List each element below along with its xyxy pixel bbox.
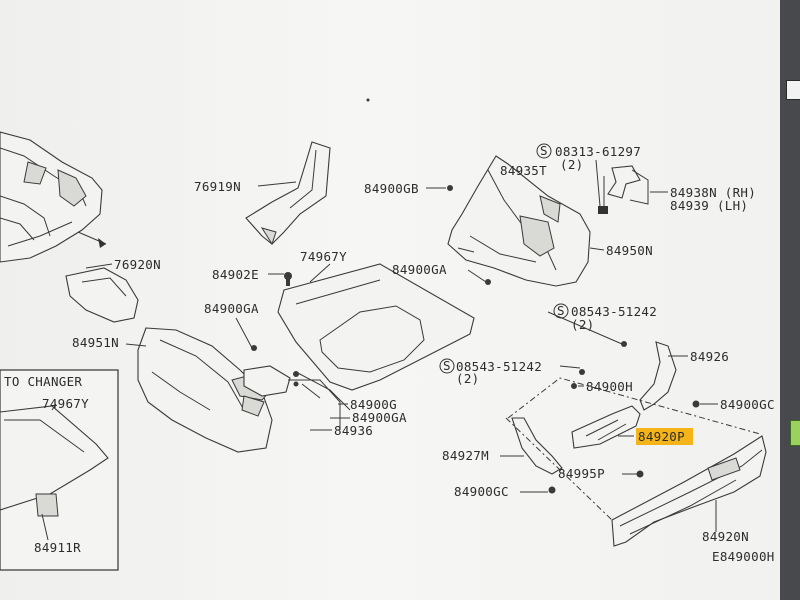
inset-to-changer [0,369,119,571]
label-84900H: 84900H [586,379,633,394]
label-84926: 84926 [690,349,729,364]
part-84926 [639,341,677,411]
label-to-changer: TO CHANGER [4,374,82,389]
callout-symbols: S S S [439,143,569,374]
label-qty-2-c: (2) [456,371,479,386]
label-84900G: 84900G [350,397,397,412]
monitor-bezel [780,0,800,600]
label-84902E: 84902E [212,267,259,282]
label-08543-51242-b: 08543-51242 [456,359,542,374]
label-08543-51242-a: 08543-51242 [571,304,657,319]
assembly-outline-1 [507,377,761,435]
label-76919N: 76919N [194,179,241,194]
part-labels: 08313-61297 (2) 84935T 76919N 84900GB 84… [4,144,775,564]
label-76920N: 76920N [114,257,161,272]
part-84920P [571,405,641,449]
part-74967Y-mat [277,263,475,391]
parts-diagram: S S S 08313-61297 (2) 84935T 76919N 8490… [0,98,775,571]
label-74967Y-inset: 74967Y [42,396,89,411]
vehicle-body-view [0,131,107,263]
highlight-84920P [636,428,693,445]
label-84900GB: 84900GB [364,181,419,196]
label-84900GA-b: 84900GA [204,301,259,316]
assembly-outline-2 [505,417,613,521]
window-button-icon[interactable] [786,80,800,100]
label-84900GC-b: 84900GC [454,484,509,499]
label-84935T: 84935T [500,163,547,178]
label-74967Y: 74967Y [300,249,347,264]
label-84939-lh: 84939 (LH) [670,198,748,213]
part-76919N [245,141,331,246]
label-84911R: 84911R [34,540,81,555]
label-84927M: 84927M [442,448,489,463]
part-76920N [65,267,139,323]
label-84920P: 84920P [638,429,685,444]
label-84936: 84936 [334,423,373,438]
part-84927M [511,417,563,475]
label-84900GC-a: 84900GC [720,397,775,412]
leader-lines [85,159,718,532]
part-84920N [611,435,767,547]
label-84995P: 84995P [558,466,605,481]
label-84950N: 84950N [606,243,653,258]
label-qty-2-b: (2) [571,317,594,332]
part-84938N [598,165,649,214]
callout-s-1: S [540,143,548,158]
part-84950N [447,155,591,287]
label-E849000H: E849000H [712,549,775,564]
part-84936 [243,365,351,430]
label-qty-2-a: (2) [560,157,583,172]
label-08313-61297: 08313-61297 [555,144,641,159]
label-84920N: 84920N [702,529,749,544]
callout-s-2: S [557,303,565,318]
screen-tab-icon[interactable] [790,420,800,446]
label-84951N: 84951N [72,335,119,350]
label-84938N-rh: 84938N (RH) [670,185,756,200]
callout-s-3: S [443,358,451,373]
label-84900GA-c: 84900GA [352,410,407,425]
fasteners [251,98,700,494]
label-84900GA-a: 84900GA [392,262,447,277]
